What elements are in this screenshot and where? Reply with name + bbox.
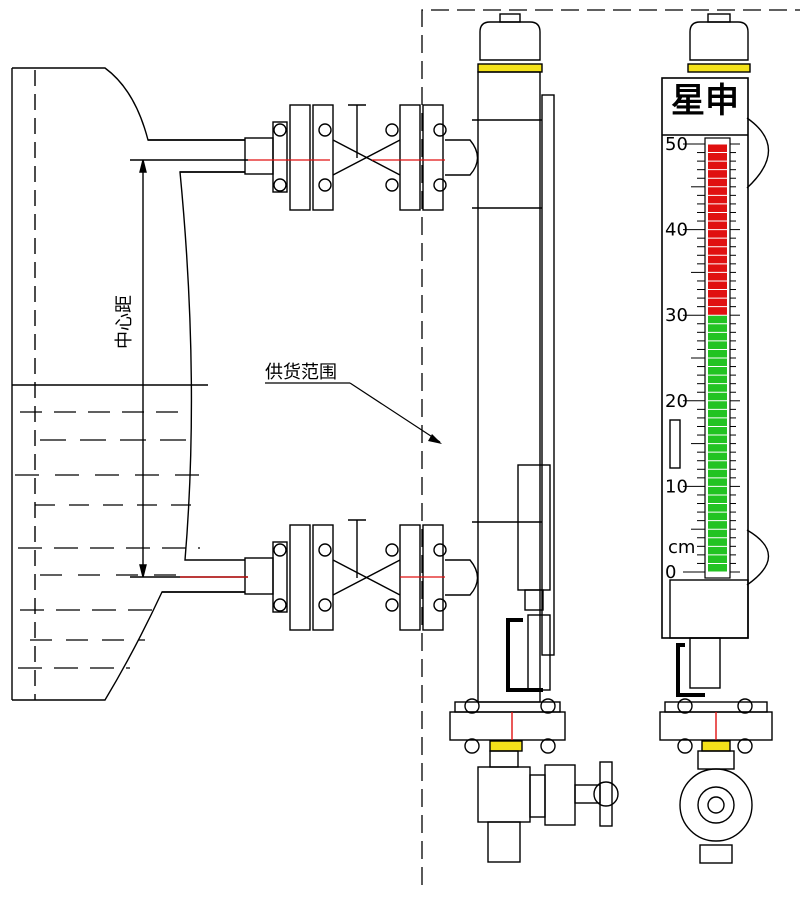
- front-view-gauge: [659, 13, 773, 864]
- upper-connection: [148, 104, 479, 211]
- lower-connection: [162, 519, 479, 631]
- side-view-gauge: [449, 13, 619, 863]
- unit-label: cm: [668, 537, 695, 558]
- brand-label: 星申: [671, 81, 739, 121]
- scale-tick-label: 0: [665, 562, 676, 583]
- scale-tick-label: 30: [665, 305, 688, 326]
- supply-boundary: [421, 9, 800, 885]
- scale-tick-label: 50: [665, 134, 688, 155]
- center-distance-dimension: [130, 159, 248, 578]
- liquid-hatching: [15, 411, 205, 669]
- scale-tick-label: 40: [665, 220, 688, 241]
- scale-tick-label: 10: [665, 476, 688, 497]
- center-distance-label: 中心距: [114, 295, 135, 349]
- supply-scope-label: 供货范围: [265, 362, 337, 383]
- scale-bar-fill: [708, 143, 727, 573]
- scale-ticks: [683, 143, 740, 573]
- tank: [11, 67, 245, 701]
- scale-tick-label: 20: [665, 391, 688, 412]
